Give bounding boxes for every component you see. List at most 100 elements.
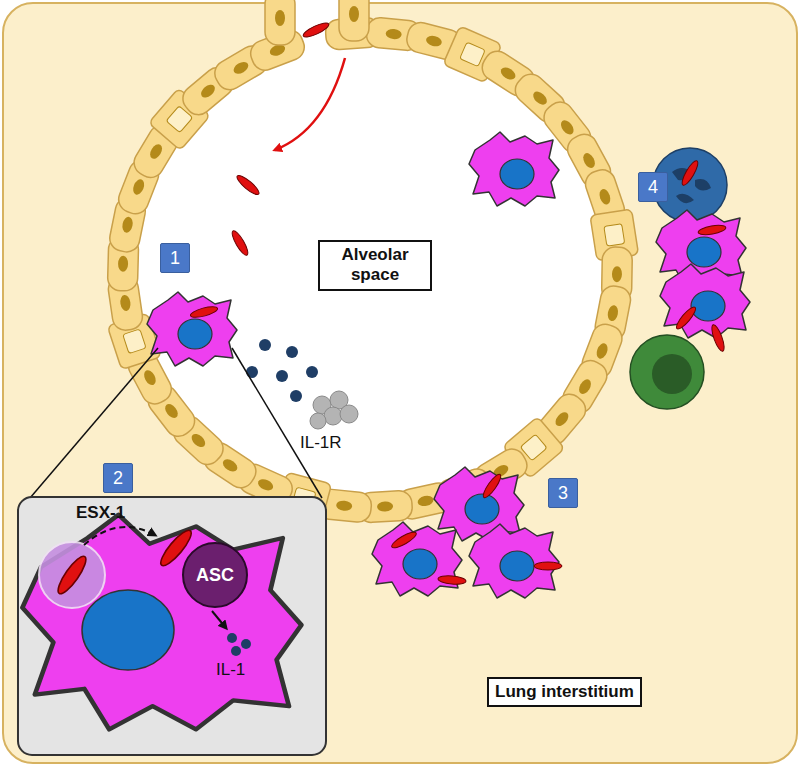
zoom-line	[232, 348, 322, 498]
lymphocyte	[630, 335, 704, 409]
tissue-ground	[3, 3, 797, 763]
node-text: 1	[170, 248, 180, 269]
nucleus-zoom	[82, 590, 174, 670]
asc-speck: ASC	[182, 542, 248, 608]
il1-dots	[246, 339, 318, 402]
illustration-part	[259, 339, 271, 351]
il1-dots	[227, 633, 251, 656]
macrophage	[147, 292, 237, 366]
illustration-part	[377, 501, 394, 512]
release-arrow	[212, 611, 226, 628]
bacterium	[698, 224, 727, 237]
node-text: Alveolar space	[326, 245, 424, 286]
node-text: 3	[558, 483, 568, 504]
esx1-arrow	[84, 527, 155, 545]
illustration-part	[310, 413, 326, 429]
illustration-part	[598, 188, 613, 206]
bacterium	[438, 575, 467, 585]
illustration-part	[227, 633, 237, 643]
bacterium	[674, 305, 698, 332]
illustration-part	[349, 6, 359, 22]
illustration-part	[604, 224, 625, 247]
illustration-part	[189, 431, 208, 449]
bacterium	[235, 173, 262, 197]
zoom-line	[30, 348, 158, 498]
node-text: Lung interstitium	[495, 682, 634, 702]
illustration-part	[558, 118, 576, 137]
illustration-part	[276, 370, 288, 382]
bacterium	[189, 305, 218, 320]
inset-panel	[18, 497, 326, 755]
macrophage	[434, 467, 524, 541]
illustration-part	[142, 368, 158, 387]
node-text: ASC	[196, 565, 234, 586]
illustration-part	[246, 366, 258, 378]
bacterium	[534, 562, 562, 570]
macrophage	[469, 132, 559, 206]
illustration-part	[286, 346, 298, 358]
illustration-part	[265, 0, 295, 45]
alveolar-wall	[107, 0, 639, 525]
illustration-part	[163, 402, 181, 421]
illustration-part	[221, 457, 240, 474]
callout-number: 3	[548, 478, 578, 508]
bacterium	[230, 229, 251, 257]
illustration-part	[275, 10, 285, 26]
region-label-box: Alveolar space	[318, 240, 432, 291]
illustration-part	[121, 216, 134, 234]
illustration-part	[553, 410, 571, 429]
callout-number: 2	[103, 463, 133, 493]
illustration-part	[232, 60, 251, 77]
bacterium	[481, 472, 504, 500]
illustration-part	[306, 366, 318, 378]
illustration-part	[499, 65, 518, 82]
illustration-part	[417, 494, 435, 507]
illustration-part	[612, 266, 622, 282]
macrophage	[656, 210, 746, 284]
illustration-part	[131, 178, 146, 197]
illustration-part	[340, 405, 358, 423]
illustration-part	[581, 151, 597, 170]
macrophage	[372, 522, 462, 596]
macrophage	[660, 264, 750, 338]
cytokine-label: IL-1	[216, 660, 245, 680]
il1r-cluster	[310, 391, 358, 429]
node-text: 2	[113, 468, 123, 489]
bacterium	[390, 530, 418, 551]
illustration-part	[290, 390, 302, 402]
illustration-part	[123, 329, 146, 354]
receptor-label: IL-1R	[300, 433, 342, 453]
secretion-system-label: ESX-1	[76, 503, 125, 523]
lymphocyte-nucleus	[652, 354, 692, 394]
illustration-part	[199, 82, 218, 100]
illustration-part	[460, 42, 486, 67]
illustration-part	[119, 294, 131, 311]
bacterium	[54, 553, 90, 597]
illustration-part	[231, 646, 241, 656]
region-label-box: Lung interstitium	[487, 677, 642, 707]
callout-number: 1	[160, 243, 190, 273]
epithelial-cell	[265, 0, 295, 45]
illustration-part	[241, 639, 251, 649]
illustration-part	[385, 28, 402, 39]
bacterium	[709, 323, 726, 352]
illustration-part	[595, 342, 610, 361]
node-text: 4	[648, 177, 658, 198]
bacterium	[302, 20, 331, 39]
illustration-part	[336, 500, 353, 512]
illustration-part	[148, 142, 165, 161]
callout-number: 4	[638, 172, 668, 202]
illustration-part	[324, 407, 342, 425]
illustration-part	[577, 377, 594, 396]
illustration-part	[256, 477, 275, 493]
illustration-part	[531, 89, 550, 107]
illustration-part	[339, 0, 369, 41]
macrophage	[469, 524, 559, 598]
illustration-part	[606, 304, 619, 322]
illustration-part	[118, 256, 128, 272]
macrophage-zoom	[22, 515, 301, 730]
entry-arrow	[275, 58, 345, 150]
alveolus-lumen	[134, 44, 606, 496]
